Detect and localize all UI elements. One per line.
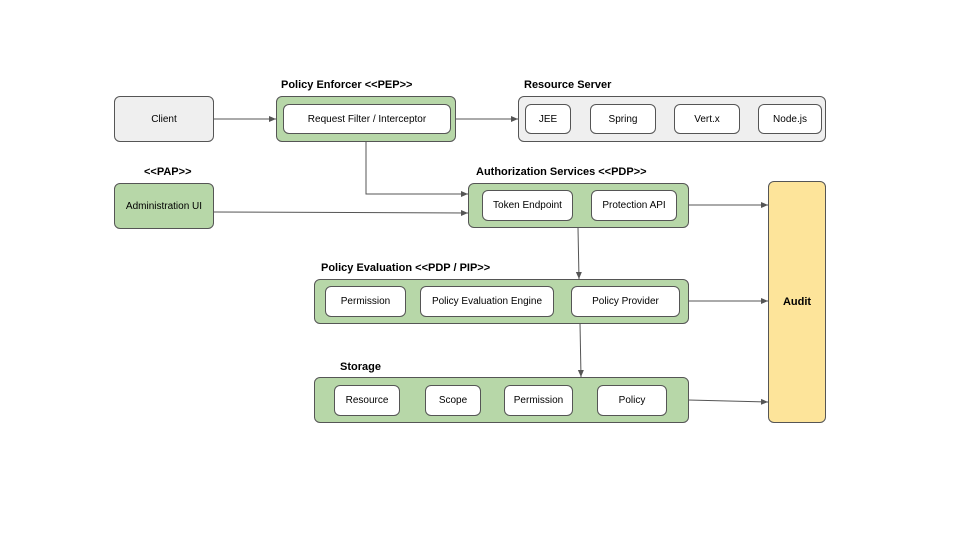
client-label: Client [151,113,177,125]
protection-api-box: Protection API [591,190,677,221]
administration-ui-label: Administration UI [125,200,203,212]
arrow-pep-to-authz [365,142,468,197]
policy-evaluation-engine-box: Policy Evaluation Engine [420,286,554,317]
resource-server-title: Resource Server [524,79,612,91]
spring-box: Spring [590,104,656,134]
vertx-box: Vert.x [674,104,740,134]
scope-box: Scope [425,385,481,416]
arrow-admin-to-authz [213,209,469,216]
jee-box: JEE [525,104,571,134]
nodejs-box: Node.js [758,104,822,134]
eval-permission-box: Permission [325,286,406,317]
policy-box: Policy [597,385,667,416]
arrow-authz-to-policy-eval [575,227,582,280]
client-box: Client [114,96,214,142]
audit-box: Audit [768,181,826,423]
authz-group: Token Endpoint Protection API [468,183,689,228]
resource-box: Resource [334,385,400,416]
storage-group: Resource Scope Permission Policy [314,377,689,423]
pap-title: <<PAP>> [144,166,192,178]
resource-server-group: JEE Spring Vert.x Node.js [518,96,826,142]
authz-title: Authorization Services <<PDP>> [476,166,647,178]
storage-permission-box: Permission [504,385,573,416]
pep-group: Request Filter / Interceptor [276,96,456,142]
request-filter-box: Request Filter / Interceptor [283,104,451,134]
policy-provider-box: Policy Provider [571,286,680,317]
pep-title: Policy Enforcer <<PEP>> [281,79,413,91]
storage-title: Storage [340,361,381,373]
arrow-storage-to-audit [687,398,769,405]
token-endpoint-box: Token Endpoint [482,190,573,221]
policy-eval-title: Policy Evaluation <<PDP / PIP>> [321,262,491,274]
arrow-policy-eval-to-storage [577,322,584,378]
administration-ui-box: Administration UI [114,183,214,229]
audit-label: Audit [782,296,812,308]
policy-eval-group: Permission Policy Evaluation Engine Poli… [314,279,689,324]
